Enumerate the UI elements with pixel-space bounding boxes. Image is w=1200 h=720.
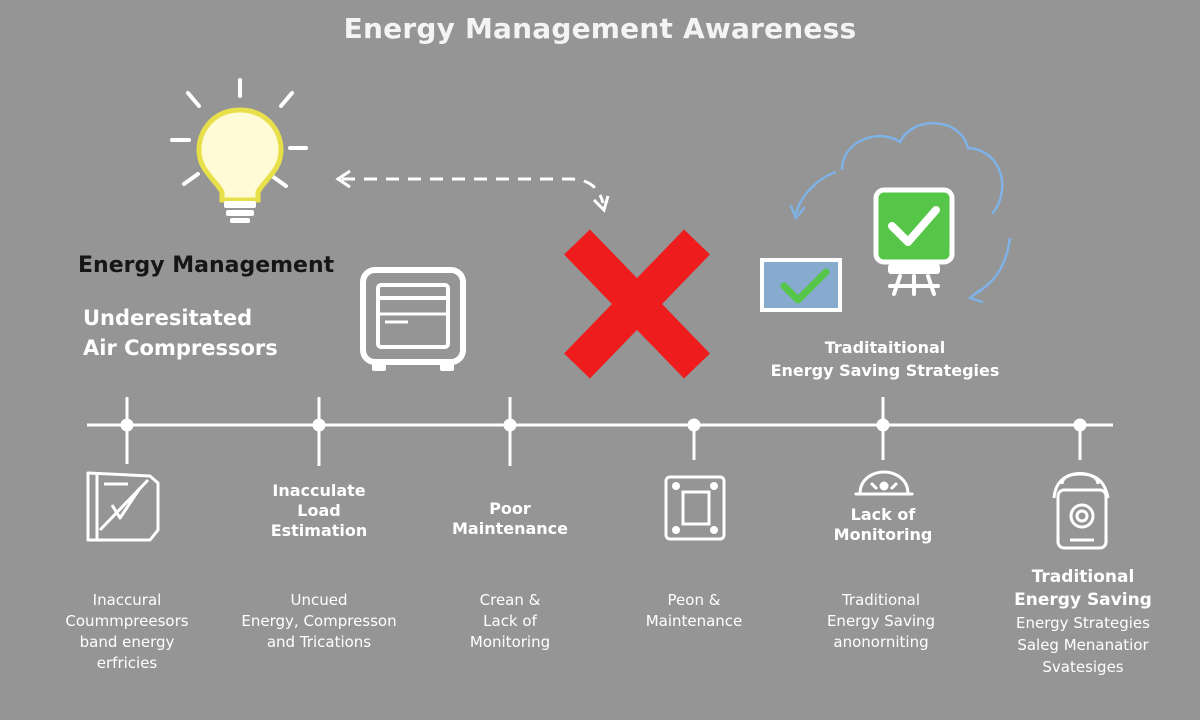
- timeline-node: [312, 418, 326, 432]
- timeline-node: [687, 418, 701, 432]
- timeline-desc-5: Traditional Energy Saving anonorniting: [826, 591, 936, 651]
- energy-management-label: Energy Management: [78, 253, 335, 278]
- cross-icon: [564, 229, 710, 379]
- page-title: Energy Management Awareness: [343, 12, 857, 45]
- timeline-node: [876, 418, 890, 432]
- timeline-node: [120, 418, 134, 432]
- timeline-desc-6: Traditional Energy Saving Energy Strateg…: [1014, 567, 1152, 676]
- cloud-icon: [789, 121, 1012, 304]
- check-icon: [760, 258, 842, 312]
- meter-icon: [1052, 472, 1110, 550]
- timeline-node: [503, 418, 517, 432]
- traditional-strategies-label: Traditaitional Energy Saving Strategies: [770, 338, 1000, 380]
- timeline-desc-1: Inaccural Coummpreesors band energy erfr…: [65, 591, 189, 672]
- timeline: [87, 397, 1113, 466]
- timeline-label-monitoring: Lack of Monitoring: [833, 505, 933, 544]
- timeline-label-load: Inacculate Load Estimation: [270, 481, 368, 540]
- panel-icon: [664, 475, 726, 541]
- compressor-icon: [360, 267, 466, 371]
- timeline-label-maintenance: Poor Maintenance: [451, 499, 568, 538]
- gauge-icon: [854, 470, 914, 496]
- lightbulb-icon: [170, 78, 308, 223]
- monitor-icon: [873, 187, 955, 296]
- timeline-desc-2: Uncued Energy, Compresson and Trications: [241, 591, 397, 651]
- blueprint-icon: [86, 471, 160, 542]
- timeline-node: [1073, 418, 1087, 432]
- dashed-arrow: [335, 169, 610, 213]
- underestimated-label: Underesitated Air Compressors: [83, 306, 278, 360]
- timeline-desc-3: Crean & Lack of Monitoring: [469, 591, 551, 651]
- timeline-desc-4: Peon & Maintenance: [645, 591, 743, 630]
